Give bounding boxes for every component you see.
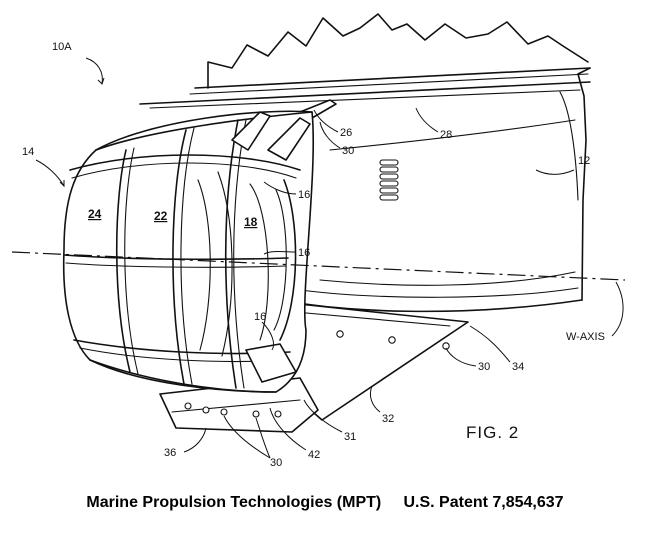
vent-grille	[379, 159, 399, 201]
ref-10a: 10A	[52, 41, 72, 53]
figure-label: FIG. 2	[466, 423, 519, 442]
w-axis-line	[11, 251, 626, 281]
ref-16-axis: 16	[298, 247, 310, 259]
ref-34: 34	[512, 361, 524, 373]
ref-16-upper: 16	[298, 189, 310, 201]
ref-30-right: 30	[478, 361, 490, 373]
leader-lines	[35, 57, 575, 459]
reference-numerals: 10A 14 12 26 28 30 16 16 16 24 22 18 30 …	[22, 41, 605, 469]
caption-company: Marine Propulsion Technologies (MPT)	[86, 494, 382, 511]
ref-31: 31	[344, 431, 356, 443]
w-axis-label: W-AXIS	[566, 331, 605, 343]
ref-22: 22	[154, 209, 168, 223]
ref-36: 36	[164, 447, 176, 459]
ref-32: 32	[382, 413, 394, 425]
ref-30-bottom: 30	[270, 457, 282, 469]
ref-42: 42	[308, 449, 320, 461]
ref-30-top: 30	[342, 145, 354, 157]
ref-12: 12	[578, 155, 590, 167]
caption-patent: U.S. Patent 7,854,637	[403, 494, 564, 511]
ref-18: 18	[244, 215, 258, 229]
ref-24: 24	[88, 207, 102, 221]
propeller-guard	[62, 110, 315, 393]
ref-28: 28	[440, 129, 452, 141]
ref-14: 14	[22, 146, 34, 158]
caption: Marine Propulsion Technologies (MPT) U.S…	[0, 494, 650, 512]
ref-26: 26	[340, 127, 352, 139]
ref-16-lower: 16	[254, 311, 266, 323]
